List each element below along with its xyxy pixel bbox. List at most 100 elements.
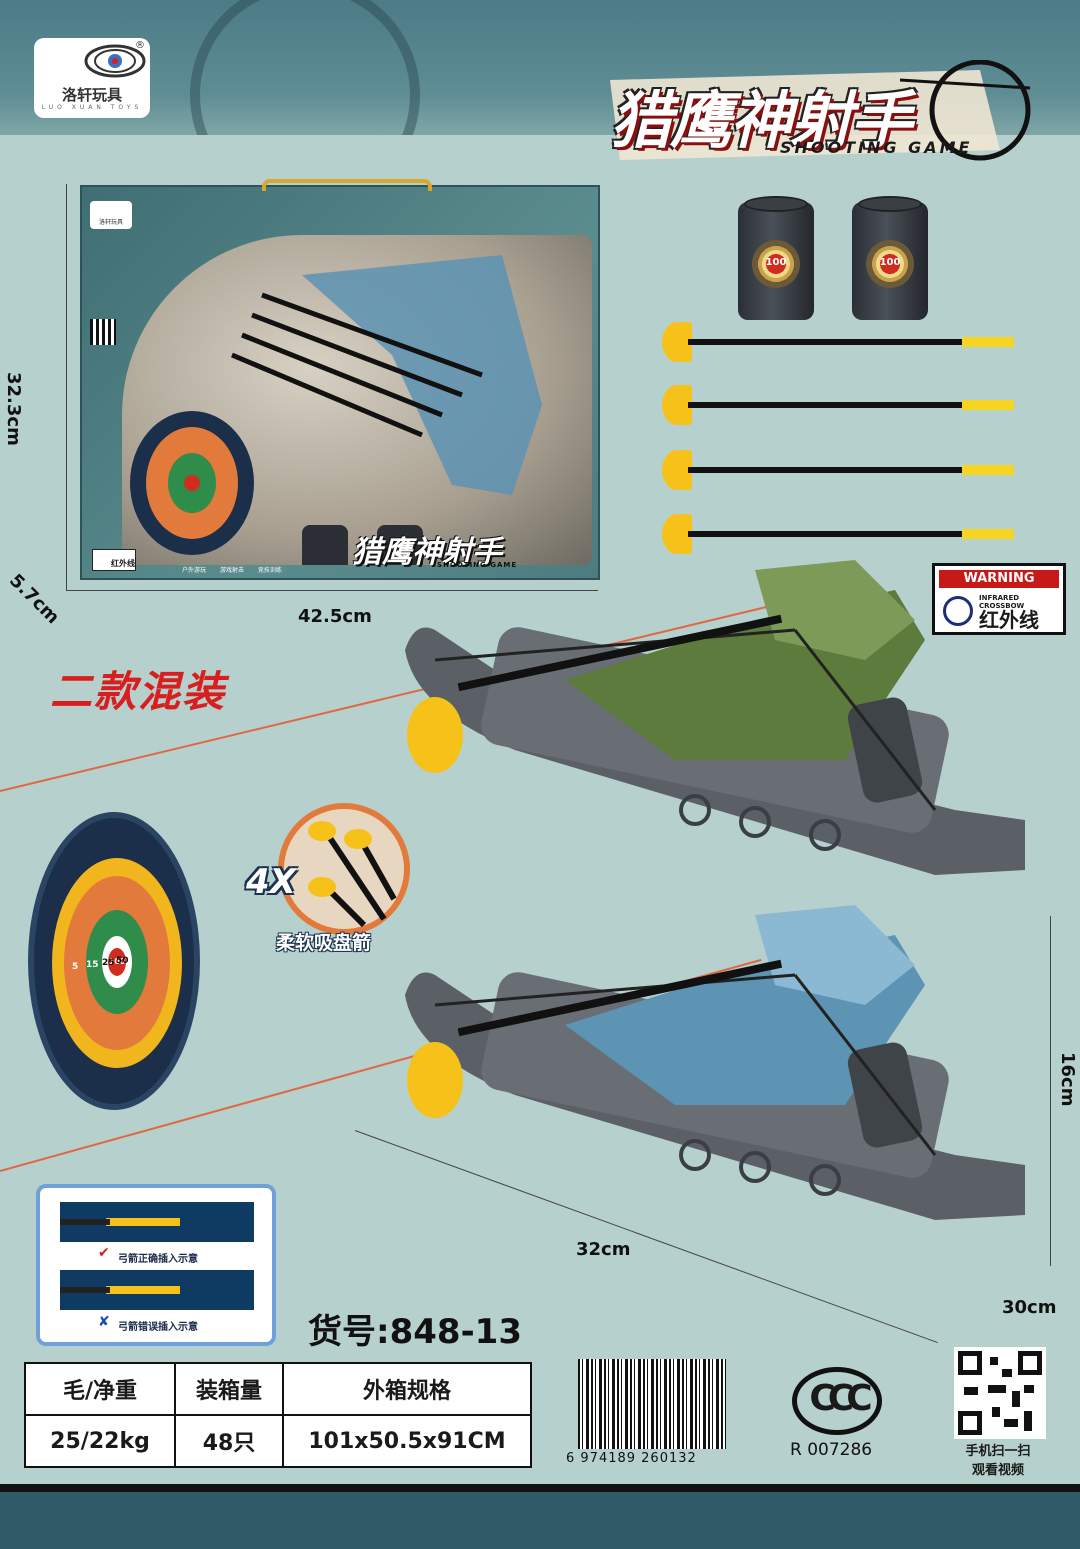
spec-header-weight: 毛/净重 [24,1362,176,1416]
qr-module [1002,1369,1012,1377]
brand-name: 洛轩玩具 [61,86,122,104]
barcode-number: 6 974189 260132 [566,1451,697,1466]
suction-arrow [662,514,1022,554]
qr-finder [958,1411,982,1435]
qr-finder [1018,1351,1042,1375]
crossbow-green-image [405,560,1025,875]
spec-table: 毛/净重 装箱量 外箱规格 25/22kg 48只 101x50.5x91CM [24,1362,532,1468]
warning-badge: WARNING INFRARED CROSSBOW 红外线 [932,563,1066,635]
arrow-shaft [688,402,968,408]
package-handle [262,179,432,191]
diagram-shaft [60,1219,110,1225]
suction-arrows-icon [308,821,397,928]
arrow-insertion-diagram: ✔ 弓箭正确插入示意 ✘ 弓箭错误插入示意 [36,1184,276,1346]
package-height-line [66,184,67,590]
product-subtitle: SHOOTING GAME [780,138,973,157]
can-lid [744,196,808,212]
qr-module [964,1387,978,1395]
check-icon: ✔ [98,1245,110,1261]
package-warning-badge: 红外线 [92,549,136,571]
registered-mark: ® [135,40,145,51]
package-brand-logo: 洛轩玩具 [90,201,132,229]
qr-module [988,1385,1006,1393]
warning-cn-text: 红外线 [979,608,1039,632]
package-window [122,235,592,565]
diagram-correct-strip [60,1202,254,1242]
can-lid [858,196,922,212]
suction-cup [662,322,692,362]
target-can: 100 [738,196,814,320]
qr-code [954,1347,1046,1439]
eye-logo-icon [84,44,146,78]
package-height-label: 32.3cm [3,372,24,446]
crossbow-height-label: 16cm [1057,1052,1078,1107]
crossbow-width-label: 30cm [1002,1297,1057,1318]
arrow-tail [962,337,1014,347]
qr-caption: 手机扫一扫 观看视频 [965,1444,1031,1478]
barcode [576,1357,728,1451]
arrow-shaft [688,467,968,473]
ccc-code: R 007286 [790,1440,873,1460]
board-score-5: 5 [72,962,79,972]
spec-header-qty: 装箱量 [174,1362,284,1416]
qr-module [990,1357,998,1365]
promo-text: 二款混装 [50,667,227,716]
board-score-50: 50 [116,956,129,966]
board-bullseye: 100 [108,948,126,976]
cross-icon: ✘ [98,1314,110,1330]
qr-module [1012,1391,1020,1407]
suction-quantity: 4X [246,862,296,902]
suction-cup [662,385,692,425]
arrow-tail [962,400,1014,410]
footer-band [0,1484,1080,1549]
ccc-certification-icon: CCC [792,1367,882,1435]
diagram-wrong-strip [60,1270,254,1310]
qr-module [1004,1419,1018,1427]
star-emblem-decoration [190,0,420,135]
spec-value-qty: 48只 [174,1414,284,1468]
warning-small-text: INFRARED CROSSBOW [979,594,1025,610]
product-title: 猎鹰神射手 [610,84,912,157]
diagram-wrong-caption: 弓箭错误插入示意 [118,1322,198,1333]
suction-cup [662,450,692,490]
target-board: 100 5 15 25 50 [28,812,200,1110]
qr-finder [958,1351,982,1375]
package-subtitle: SHOOTING GAME [437,561,518,569]
target-can: 100 [852,196,928,320]
warning-header: WARNING [939,570,1059,588]
item-number: 货号:848-13 [308,1312,522,1352]
ccc-mark: CCC [809,1378,872,1419]
can-target-icon: 100 [752,240,800,288]
crossbow-height-line [1050,916,1051,1266]
qr-module [1024,1385,1034,1393]
package-depth-label: 5.7cm [5,570,64,629]
arrow-shaft [688,339,968,345]
brand-sub: LUO XUAN TOYS [41,104,143,111]
suction-cup [662,514,692,554]
package-width-label: 42.5cm [298,606,372,627]
spec-value-row: 25/22kg 48只 101x50.5x91CM [24,1414,532,1468]
crossbow-blue-image [405,905,1025,1220]
crosshair-icon [943,596,973,626]
title-plate-decoration [610,60,1031,161]
board-score-25: 25 [102,958,115,968]
suction-arrow-callout [278,803,410,935]
spec-header-row: 毛/净重 装箱量 外箱规格 [24,1362,532,1416]
package-title: 猎鹰神射手 [352,535,502,570]
package-qr-code [90,319,116,345]
diagram-correct-caption: 弓箭正确插入示意 [118,1254,198,1265]
product-package-image: 洛轩玩具 猎鹰神射手 SHOOTING GAME 红外线 户外游玩 游戏射击 竞… [80,179,600,580]
diagram-arrow-correct [106,1218,180,1226]
crossbow-length-label: 32cm [576,1239,631,1260]
diagram-arrow-wrong [106,1286,180,1294]
qr-module [992,1407,1000,1417]
diagram-shaft [60,1287,110,1293]
suction-arrow [662,450,1022,490]
spec-value-weight: 25/22kg [24,1414,176,1468]
arrow-shaft [688,531,968,537]
package-contents-illustration [130,255,542,565]
suction-arrow [662,322,1022,362]
qr-module [1024,1411,1032,1431]
brand-logo: ® 洛轩玩具 LUO XUAN TOYS [34,38,150,118]
board-score-15: 15 [86,960,99,970]
